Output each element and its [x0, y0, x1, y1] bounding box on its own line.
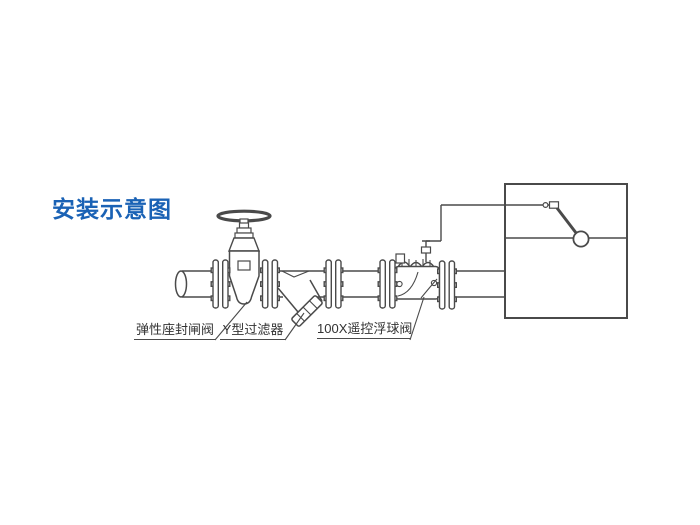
float-pivot — [542, 202, 549, 209]
label-leader-lines — [214, 296, 425, 341]
label-gate-valve: 弹性座封闸阀 — [134, 322, 216, 340]
valve-stem — [238, 222, 250, 229]
pilot-valve — [420, 246, 432, 254]
valve-body — [228, 250, 260, 305]
leader-strainer — [284, 312, 305, 341]
y-strainer — [277, 279, 323, 327]
water-tank — [504, 183, 628, 319]
valve-nameplate — [237, 260, 251, 271]
label-y-strainer: Y型过滤器 — [220, 322, 286, 340]
float-ball — [572, 230, 590, 248]
leader-float-valve — [409, 296, 425, 341]
valve-bonnet — [227, 237, 261, 252]
label-remote-float-valve: 100X遥控浮球阀 — [317, 321, 412, 339]
float-arm — [555, 207, 578, 235]
tank-walls — [504, 183, 628, 319]
pivot-fitting — [548, 201, 560, 209]
pilot-line — [420, 204, 549, 262]
pipe-segments — [174, 270, 505, 298]
leader-gate-valve — [214, 301, 248, 341]
top-fitting — [395, 253, 406, 264]
gate-valve — [216, 209, 272, 305]
page-title: 安装示意图 — [52, 196, 172, 222]
body-bolt — [396, 280, 403, 288]
pipe-open-end — [174, 270, 188, 298]
remote-float-valve — [393, 253, 441, 300]
